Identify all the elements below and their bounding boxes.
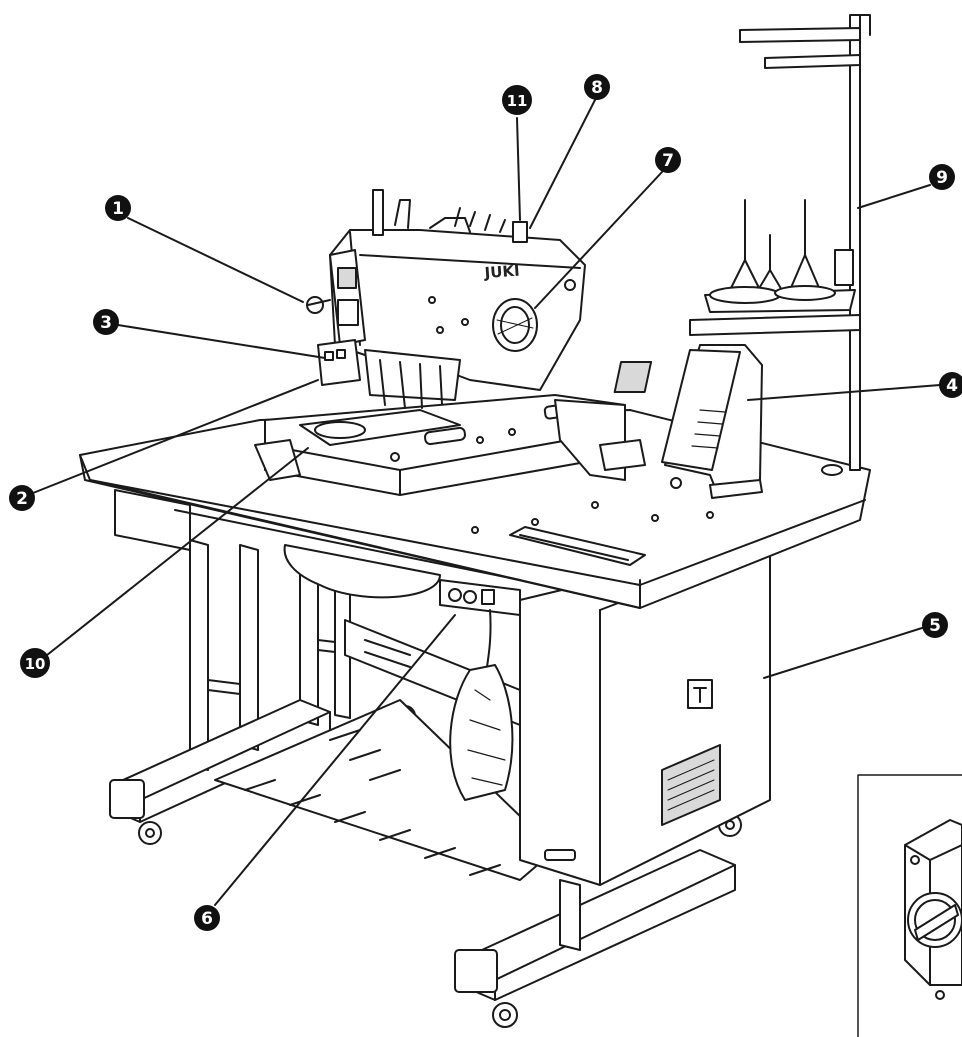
callout-6: 6: [194, 905, 220, 931]
callouts: 1 2 3 4 5 6 7 8: [9, 74, 962, 931]
callout-11: 11: [502, 85, 532, 115]
callout-10: 10: [20, 648, 50, 678]
svg-text:5: 5: [929, 616, 941, 636]
svg-text:11: 11: [507, 92, 528, 110]
svg-text:3: 3: [100, 313, 112, 333]
pedal-switch-box: [439, 579, 521, 801]
leader-10: [36, 447, 309, 664]
leader-9: [857, 184, 931, 209]
brand-logo: JUKI: [483, 262, 520, 282]
leader-2: [32, 379, 319, 494]
callout-3: 3: [93, 309, 119, 335]
leader-6: [214, 614, 456, 906]
leader-8: [529, 97, 597, 229]
leader-3: [117, 324, 326, 359]
svg-text:10: 10: [25, 655, 46, 673]
callout-2: 2: [9, 485, 35, 511]
leader-7: [534, 171, 663, 309]
leader-11: [516, 117, 521, 221]
svg-text:8: 8: [591, 78, 603, 98]
thread-stand: [689, 14, 871, 476]
callout-5: 5: [922, 612, 948, 638]
table-stand: [109, 539, 742, 1028]
svg-text:1: 1: [112, 199, 124, 219]
svg-text:9: 9: [936, 168, 948, 188]
callout-9: 9: [929, 164, 955, 190]
svg-text:7: 7: [662, 151, 674, 171]
leader-1: [127, 217, 304, 303]
sewing-machine-head: JUKI: [254, 189, 646, 496]
operation-panel: [613, 344, 763, 499]
leader-5: [763, 627, 923, 679]
leader-lines: [32, 97, 941, 906]
inset-detail: [857, 774, 962, 1037]
svg-text:2: 2: [16, 489, 28, 509]
callout-8: 8: [584, 74, 610, 100]
callout-1: 1: [105, 195, 131, 221]
callout-7: 7: [655, 147, 681, 173]
motor-cover: [283, 544, 441, 599]
svg-text:4: 4: [946, 376, 958, 396]
callout-4: 4: [939, 372, 962, 398]
leader-4: [747, 384, 941, 401]
svg-text:6: 6: [201, 909, 213, 929]
